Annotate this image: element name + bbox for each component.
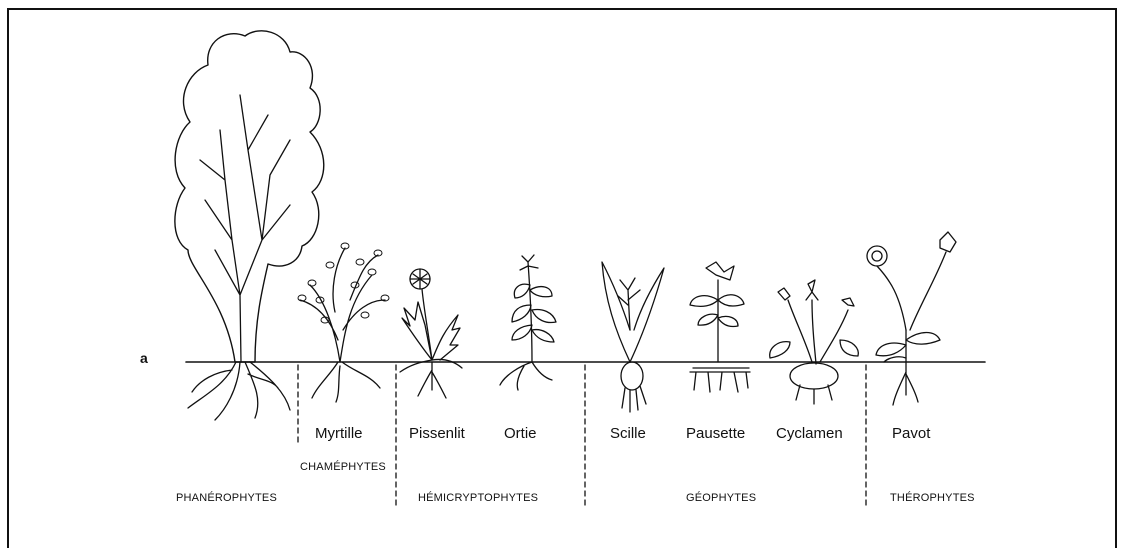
group-label-hemicryptophytes: HÉMICRYPTOPHYTES bbox=[418, 492, 538, 504]
ortie-drawing bbox=[500, 255, 556, 390]
plant-label-cyclamen: Cyclamen bbox=[776, 425, 843, 442]
myrtille-drawing bbox=[298, 243, 389, 402]
plant-label-pausette: Pausette bbox=[686, 425, 745, 442]
group-label-geophytes: GÉOPHYTES bbox=[686, 492, 756, 504]
pausette-drawing bbox=[690, 262, 750, 392]
group-label-chamephytes: CHAMÉPHYTES bbox=[300, 461, 386, 473]
panel-marker: a bbox=[140, 350, 148, 366]
plant-label-scille: Scille bbox=[610, 425, 646, 442]
cyclamen-drawing bbox=[770, 280, 859, 404]
group-label-phanerophytes: PHANÉROPHYTES bbox=[176, 492, 277, 504]
plant-label-myrtille: Myrtille bbox=[315, 425, 363, 442]
pavot-drawing bbox=[867, 232, 956, 405]
group-label-therophytes: THÉROPHYTES bbox=[890, 492, 975, 504]
life-forms-illustration bbox=[0, 0, 1124, 534]
plant-label-ortie: Ortie bbox=[504, 425, 537, 442]
scille-drawing bbox=[602, 262, 664, 412]
plant-label-pissenlit: Pissenlit bbox=[409, 425, 465, 442]
plant-label-pavot: Pavot bbox=[892, 425, 930, 442]
pissenlit-drawing bbox=[400, 269, 462, 398]
